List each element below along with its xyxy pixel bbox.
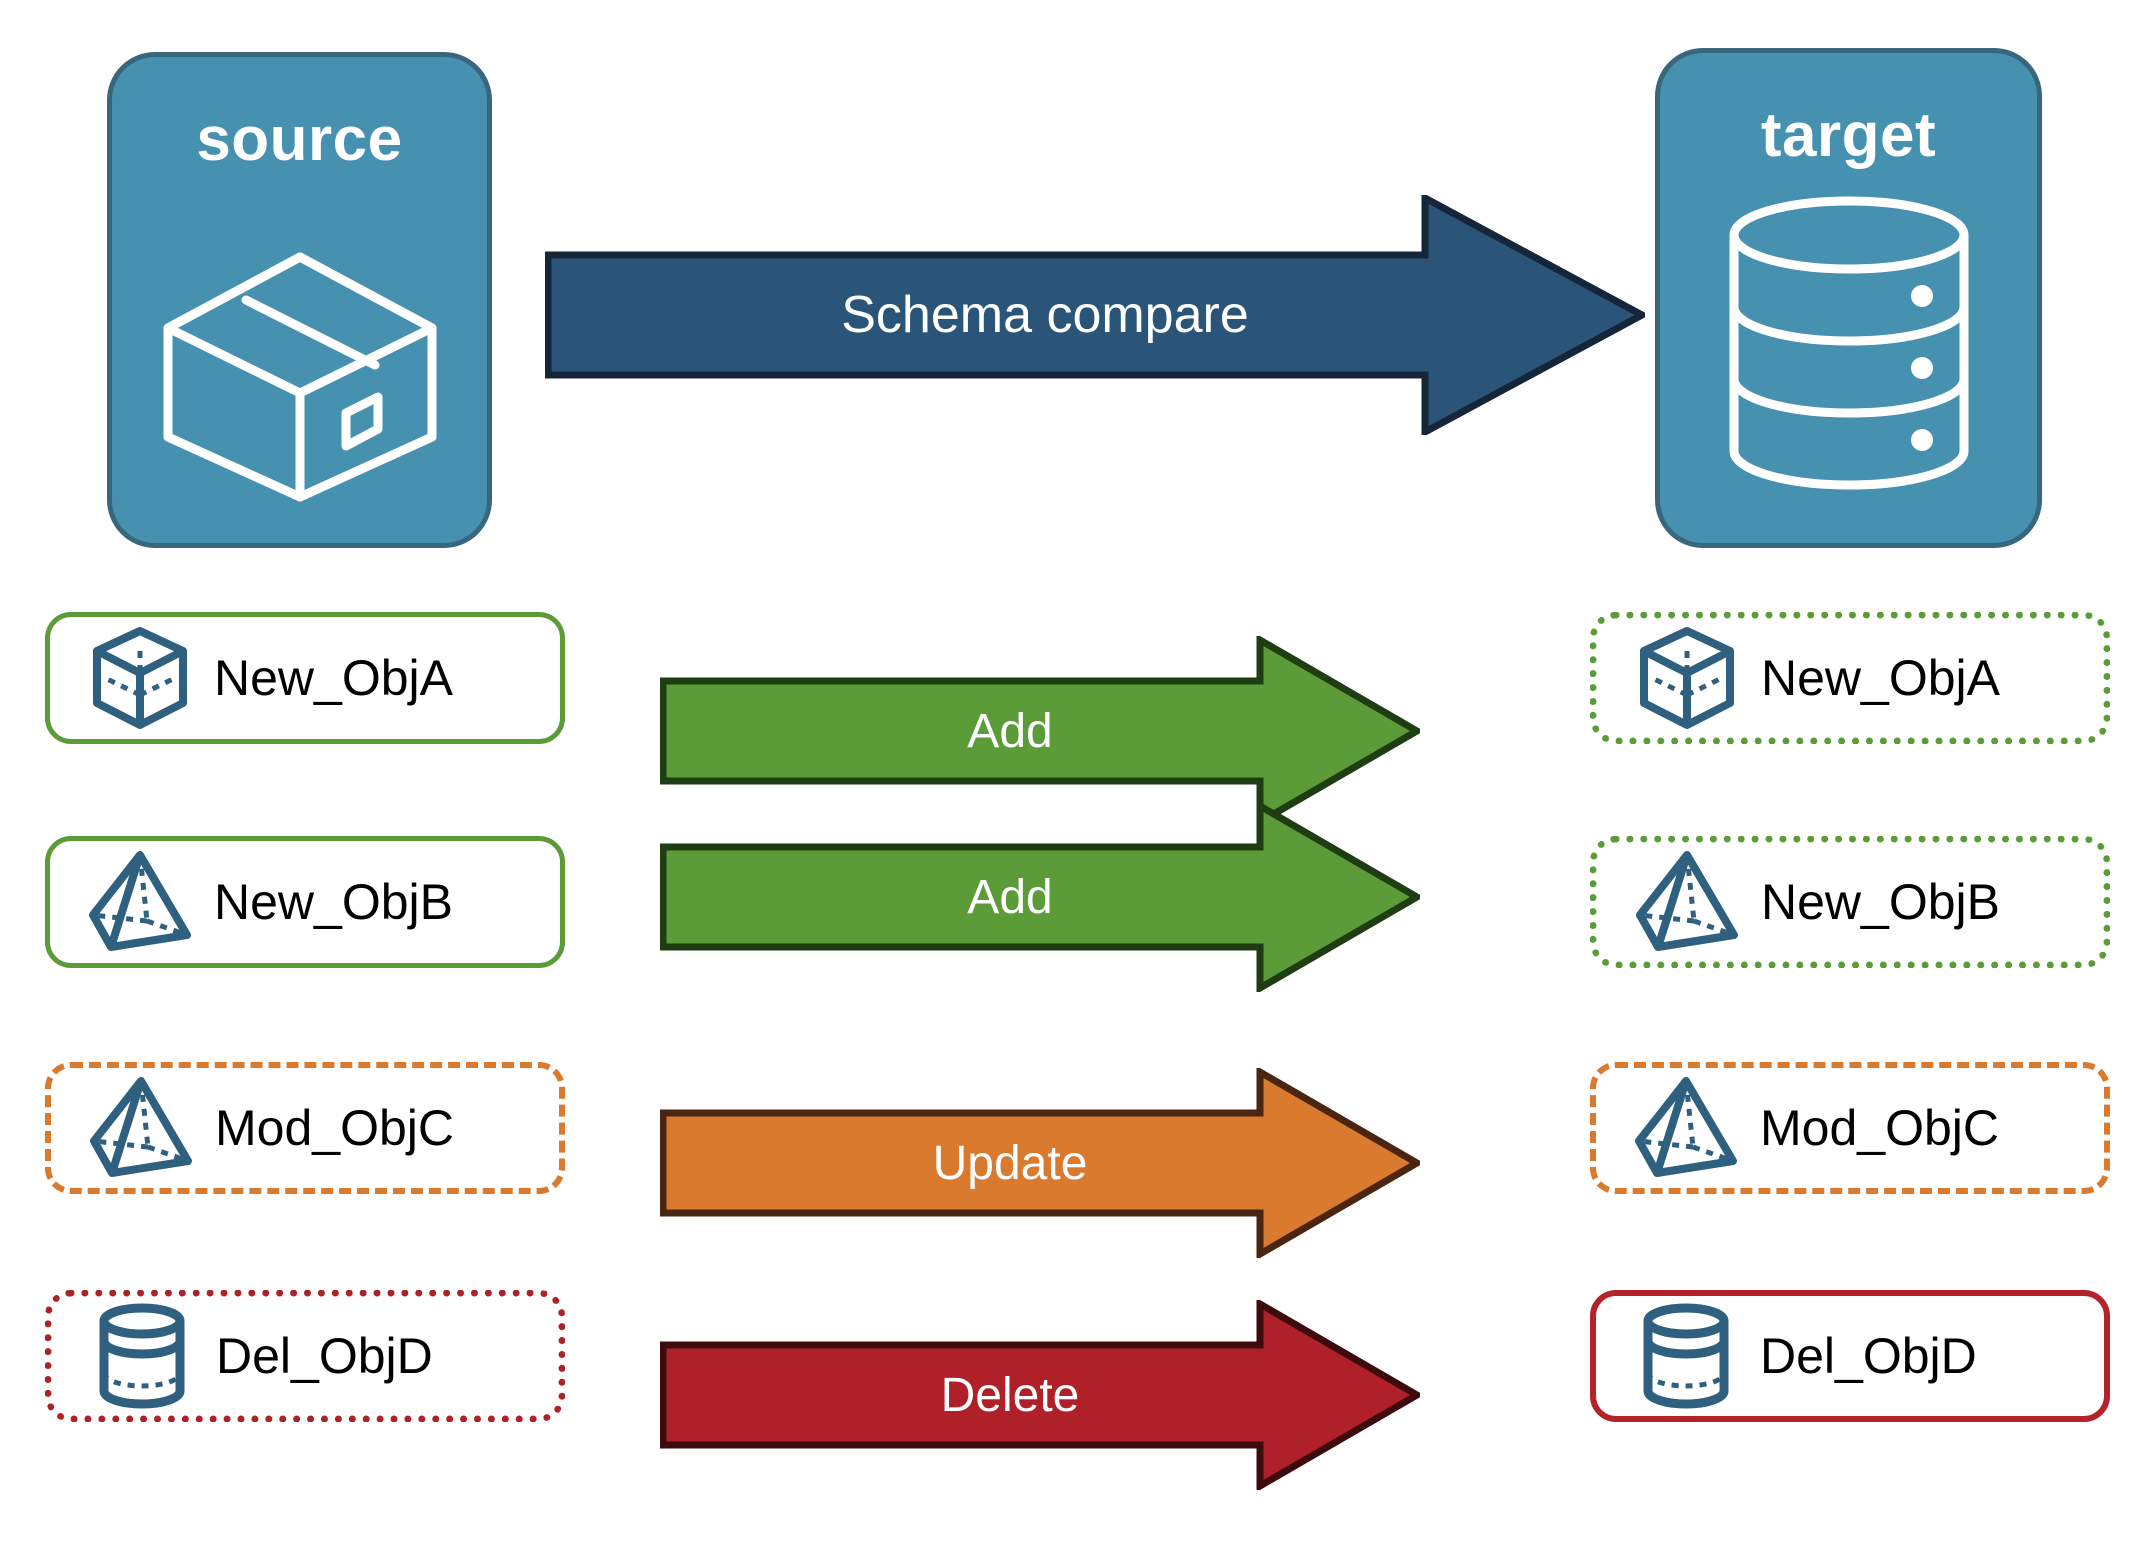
source-object-label: New_ObjA xyxy=(214,650,453,706)
target-object-row[interactable]: Mod_ObjC xyxy=(1590,1062,2110,1194)
wireframe-pyramid-icon xyxy=(81,1073,201,1183)
wireframe-cube-icon xyxy=(80,623,200,733)
update-arrow[interactable] xyxy=(660,1068,1420,1258)
database-cylinder-icon xyxy=(1714,193,1984,498)
package-box-icon xyxy=(150,197,450,512)
schema-compare-arrow[interactable] xyxy=(545,195,1645,435)
wireframe-cylinder-icon xyxy=(1626,1301,1746,1411)
target-object-label: New_ObjA xyxy=(1761,650,2000,706)
wireframe-cube-icon xyxy=(1627,623,1747,733)
schema-compare-arrow-label: Schema compare xyxy=(841,286,1249,344)
wireframe-cylinder-icon xyxy=(82,1301,202,1411)
target-object-row[interactable]: New_ObjA xyxy=(1590,612,2110,744)
target-panel[interactable]: target xyxy=(1655,48,2042,548)
target-object-label: Del_ObjD xyxy=(1760,1328,1977,1384)
source-object-row[interactable]: New_ObjA xyxy=(45,612,565,744)
source-object-label: Mod_ObjC xyxy=(215,1100,454,1156)
target-object-row[interactable]: Del_ObjD xyxy=(1590,1290,2110,1422)
source-object-row[interactable]: Mod_ObjC xyxy=(45,1062,565,1194)
wireframe-pyramid-icon xyxy=(1627,847,1747,957)
source-object-label: New_ObjB xyxy=(214,874,453,930)
target-panel-title: target xyxy=(1760,101,1937,170)
source-object-row[interactable]: Del_ObjD xyxy=(45,1290,565,1422)
add-arrow[interactable] xyxy=(660,636,1420,826)
source-panel[interactable]: source xyxy=(107,52,492,548)
delete-arrow[interactable] xyxy=(660,1300,1420,1490)
source-object-row[interactable]: New_ObjB xyxy=(45,836,565,968)
source-panel-title: source xyxy=(196,105,403,174)
add-arrow[interactable] xyxy=(660,802,1420,992)
source-object-label: Del_ObjD xyxy=(216,1328,433,1384)
target-object-label: New_ObjB xyxy=(1761,874,2000,930)
target-object-label: Mod_ObjC xyxy=(1760,1100,1999,1156)
wireframe-pyramid-icon xyxy=(1626,1073,1746,1183)
wireframe-pyramid-icon xyxy=(80,847,200,957)
target-object-row[interactable]: New_ObjB xyxy=(1590,836,2110,968)
